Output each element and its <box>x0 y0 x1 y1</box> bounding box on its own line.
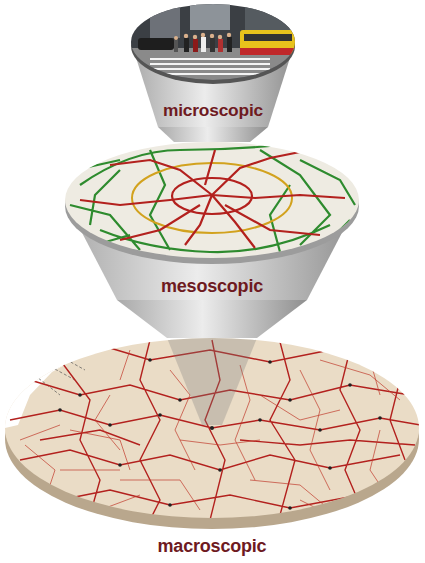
ferry-lines <box>15 345 85 395</box>
road-map <box>5 338 420 520</box>
level-label: microscopic <box>163 100 263 120</box>
building <box>245 4 295 32</box>
funnel-connector <box>158 127 268 142</box>
level-label: mesoscopic <box>161 276 263 296</box>
crosswalk <box>150 58 270 75</box>
inner-ring <box>172 178 252 214</box>
congested-roads <box>80 150 345 248</box>
sea <box>5 338 95 428</box>
map-ground <box>5 338 419 518</box>
pedestrians <box>174 33 232 52</box>
micro-disc <box>131 4 296 127</box>
bus-windows <box>244 34 292 41</box>
bus-stripe <box>240 48 296 55</box>
building <box>190 4 230 30</box>
macro-disc <box>5 338 420 529</box>
road-network <box>70 145 360 252</box>
bus <box>240 30 296 54</box>
street-scene <box>131 4 296 82</box>
network-ground <box>65 142 359 258</box>
cone-body <box>131 42 295 127</box>
scale-level: mesoscopic <box>65 142 359 300</box>
funnel-shadow <box>167 338 257 425</box>
free-flow-roads <box>70 145 360 252</box>
car <box>138 38 174 50</box>
funnel-connector <box>117 300 307 338</box>
meso-disc <box>65 142 360 300</box>
level-label: macroscopic <box>158 536 267 556</box>
road <box>131 48 295 82</box>
scale-level: microscopic <box>131 4 295 127</box>
building <box>150 4 180 38</box>
scale-level: macroscopic <box>5 338 419 558</box>
